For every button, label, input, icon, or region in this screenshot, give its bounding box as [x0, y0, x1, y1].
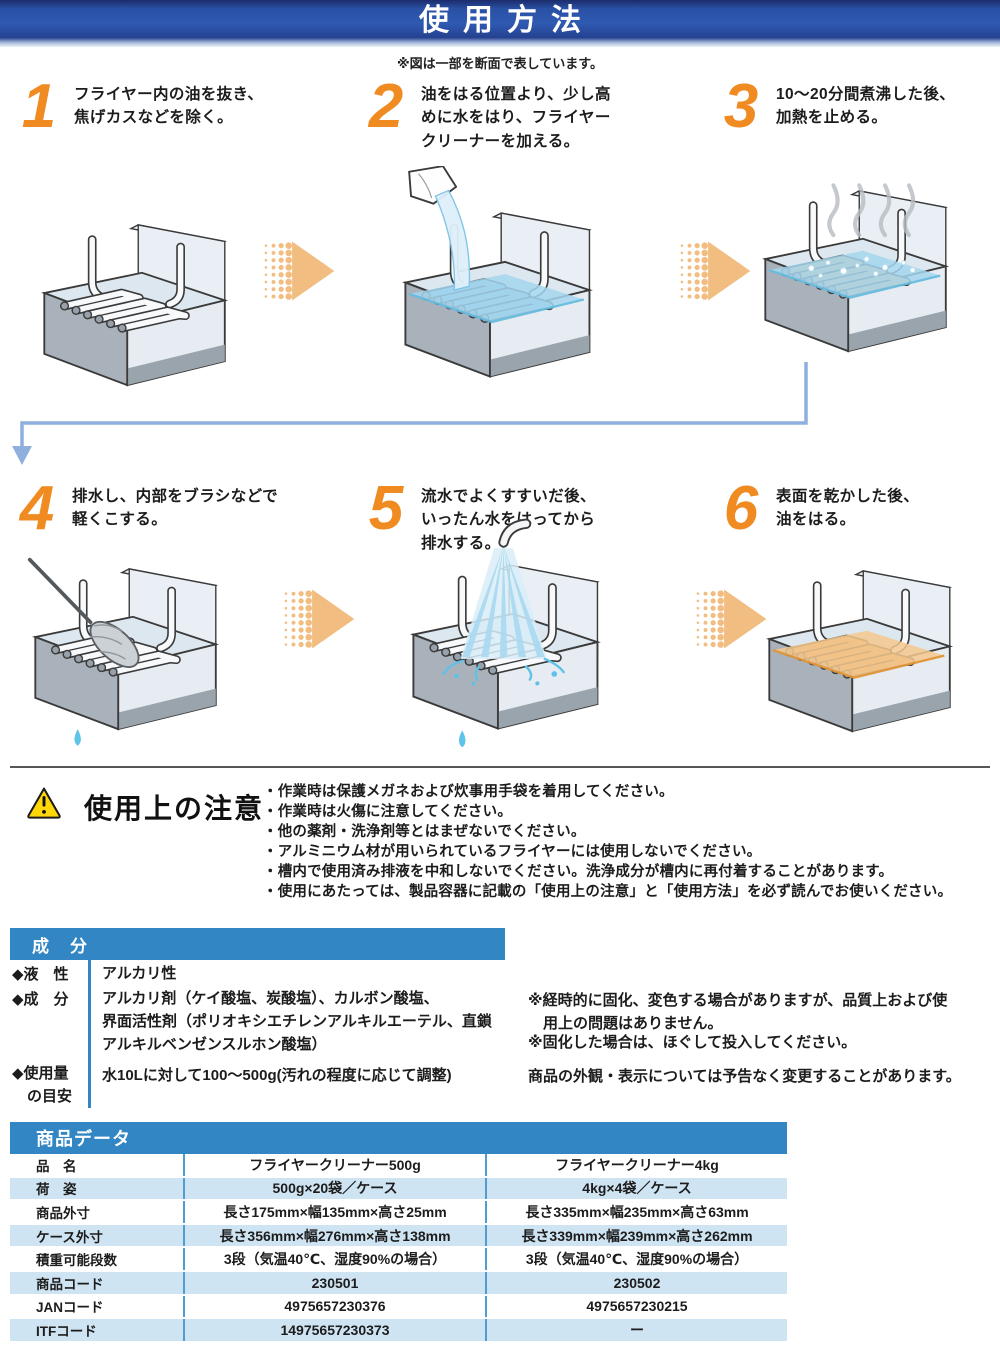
caution-item: ・槽内で使用済み排液を中和しないでください。洗浄成分が槽内に再付着することがあり… — [263, 864, 894, 880]
cell-4kg: フライヤークリーナー4kg — [485, 1154, 787, 1176]
components-label: ◆成 分 — [12, 991, 69, 1008]
step-1: 1 フライヤー内の油を抜き、 焦げカスなどを除く。 — [16, 72, 326, 141]
cell-500g: 230501 — [183, 1271, 485, 1294]
step-5-rinsing-illustration — [404, 518, 620, 753]
ingredients-rule — [88, 960, 91, 1108]
table-row: ITFコード 14975657230373 ー — [10, 1319, 787, 1343]
step-5-text: 流水でよくすすいだ後、 いったん水をはってから 排水する。 — [421, 488, 596, 552]
step-4: 4 排水し、内部をブラシなどで 軽くこする。 — [14, 474, 334, 543]
table-row: ケース外寸 長さ356mm×幅276mm×高さ138mm 長さ339mm×幅23… — [10, 1224, 787, 1249]
cell-4kg: 長さ335mm×幅235mm×高さ63mm — [485, 1201, 787, 1223]
ingredients-header: 成 分 — [10, 928, 505, 960]
solidified-usage-note: ※固化した場合は、ほぐして投入してください。 — [528, 1034, 857, 1051]
row-label: 荷 姿 — [36, 1182, 77, 1198]
row-label: 商品コード — [36, 1276, 104, 1292]
liquid-type-value: アルカリ性 — [102, 965, 177, 982]
row-label: 積重可能段数 — [36, 1253, 117, 1269]
row-label: JANコード — [36, 1300, 104, 1316]
step-2-pouring-illustration — [396, 166, 612, 401]
step-5-number: 5 — [368, 474, 404, 543]
page-header-bar: 使用方法 — [0, 0, 1000, 47]
step-6: 6 表面を乾かした後、 油をはる。 — [718, 474, 998, 543]
product-data-table: 品 名 フライヤークリーナー500g フライヤークリーナー4kg 荷 姿 500… — [10, 1154, 787, 1343]
solidify-note: ※経時的に固化、変色する場合がありますが、品質上および使 用上の問題はありません… — [528, 992, 948, 1032]
warning-triangle-icon — [27, 787, 61, 819]
cell-4kg: 長さ339mm×幅239mm×高さ262mm — [485, 1224, 787, 1247]
page-title: 使用方法 — [419, 3, 595, 37]
table-row: 商品外寸 長さ175mm×幅135mm×高さ25mm 長さ335mm×幅235m… — [10, 1201, 787, 1225]
components-value: アルカリ剤（ケイ酸塩、炭酸塩）、カルボン酸塩、 界面活性剤（ポリオキシエチレンア… — [102, 990, 492, 1053]
cell-4kg: 230502 — [485, 1271, 787, 1294]
step-4-brushing-illustration — [26, 556, 238, 754]
cell-4kg: ー — [485, 1319, 787, 1341]
liquid-type-label: ◆液 性 — [12, 966, 69, 983]
step-1-number: 1 — [21, 72, 57, 141]
step-2-number: 2 — [368, 72, 404, 141]
caution-title: 使用上の注意 — [84, 793, 265, 824]
caution-item: ・作業時は火傷に注意してください。 — [263, 804, 513, 820]
cell-500g: 3段（気温40℃、湿度90%の場合） — [183, 1248, 485, 1270]
step-6-oil-illustration — [760, 558, 972, 756]
dotted-arrow-icon — [280, 586, 356, 652]
table-row: 商品コード 230501 230502 — [10, 1271, 787, 1296]
table-row: JANコード 4975657230376 4975657230215 — [10, 1295, 787, 1320]
cell-4kg: 3段（気温40℃、湿度90%の場合） — [485, 1248, 787, 1270]
row-label: ケース外寸 — [36, 1229, 103, 1245]
cell-500g: 長さ356mm×幅276mm×高さ138mm — [183, 1224, 485, 1247]
cross-section-note: ※図は一部を断面で表しています。 — [397, 56, 603, 71]
cell-500g: 500g×20袋／ケース — [183, 1177, 485, 1200]
cell-500g: 14975657230373 — [183, 1319, 485, 1341]
appearance-disclaimer: 商品の外観・表示については予告なく変更することがあります。 — [528, 1068, 961, 1085]
step-3-boiling-illustration — [756, 178, 968, 376]
caution-list: ・作業時は保護メガネおよび炊事用手袋を着用してください。 ・作業時は火傷に注意し… — [263, 782, 995, 902]
step-1-fryer-illustration — [35, 212, 247, 410]
dotted-arrow-icon — [676, 238, 752, 304]
step-6-number: 6 — [723, 474, 759, 543]
dosage-value: 水10Lに対して100～500g(汚れの程度に応じて調整) — [102, 1067, 452, 1084]
step-2: 2 油をはる位置より、少し高 めに水をはり、フライヤー クリーナーを加える。 — [363, 72, 673, 153]
cell-500g: 長さ175mm×幅135mm×高さ25mm — [183, 1201, 485, 1223]
cell-4kg: 4975657230215 — [485, 1295, 787, 1318]
row-label: ITFコード — [36, 1323, 97, 1339]
step-4-number: 4 — [19, 474, 55, 543]
section-divider — [10, 766, 990, 768]
dotted-arrow-icon — [692, 586, 768, 652]
dosage-label: ◆使用量 の目安 — [12, 1065, 73, 1106]
step-1-text: フライヤー内の油を抜き、 焦げカスなどを除く。 — [74, 86, 264, 127]
cell-500g: フライヤークリーナー500g — [183, 1154, 485, 1176]
caution-item: ・他の薬剤・洗浄剤等とはまぜないでください。 — [263, 824, 586, 840]
step-5: 5 流水でよくすすいだ後、 いったん水をはってから 排水する。 — [363, 474, 673, 555]
step-3-number: 3 — [723, 72, 759, 141]
dotted-arrow-icon — [260, 238, 336, 304]
table-row: 荷 姿 500g×20袋／ケース 4kg×4袋／ケース — [10, 1177, 787, 1202]
row-label: 商品外寸 — [36, 1205, 90, 1221]
step-3-text: 10～20分間煮沸した後、 加熱を止める。 — [776, 86, 956, 127]
table-row: 品 名 フライヤークリーナー500g フライヤークリーナー4kg — [10, 1154, 787, 1178]
flow-connector-arrow — [12, 362, 808, 465]
row-label: 品 名 — [36, 1158, 77, 1174]
cell-4kg: 4kg×4袋／ケース — [485, 1177, 787, 1200]
caution-item: ・アルミニウム材が用いられているフライヤーには使用しないでください。 — [263, 844, 762, 860]
cell-500g: 4975657230376 — [183, 1295, 485, 1318]
step-6-text: 表面を乾かした後、 油をはる。 — [776, 488, 920, 529]
step-3: 3 10～20分間煮沸した後、 加熱を止める。 — [718, 72, 998, 141]
product-data-header: 商品データ — [10, 1122, 787, 1154]
table-row: 積重可能段数 3段（気温40℃、湿度90%の場合） 3段（気温40℃、湿度90%… — [10, 1248, 787, 1272]
caution-item: ・作業時は保護メガネおよび炊事用手袋を着用してください。 — [263, 784, 674, 800]
step-2-text: 油をはる位置より、少し高 めに水をはり、フライヤー クリーナーを加える。 — [421, 86, 611, 150]
caution-item: ・使用にあたっては、製品容器に記載の「使用上の注意」と「使用方法」を必ず読んでお… — [263, 884, 953, 900]
step-4-text: 排水し、内部をブラシなどで 軽くこする。 — [72, 488, 279, 529]
